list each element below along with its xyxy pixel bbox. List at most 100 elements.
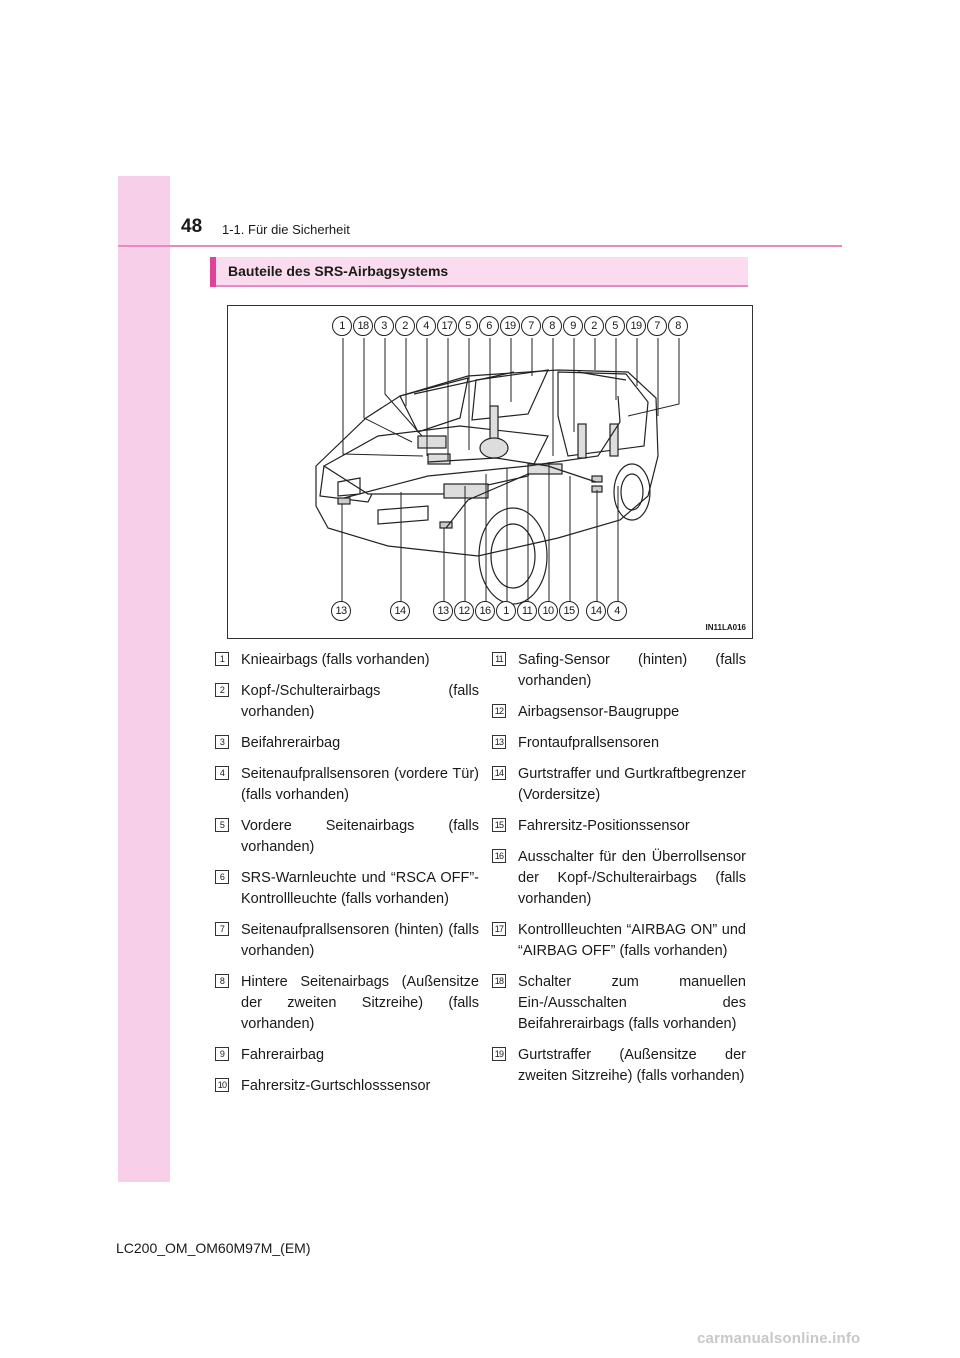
legend-text: Seitenaufprallsensoren (vordere Tür) (fa… xyxy=(241,764,479,806)
legend-item: 4 Seitenaufprallsensoren (vordere Tür) (f… xyxy=(215,764,479,806)
callout-number: 5 xyxy=(458,316,478,336)
legend-number: 7 xyxy=(215,922,229,936)
watermark: carmanualsonline.info xyxy=(697,1330,860,1347)
legend-item: 10 Fahrersitz-Gurtschlosssensor xyxy=(215,1076,479,1097)
legend-number: 5 xyxy=(215,818,229,832)
bottom-callouts: 13 12 16 1 11 10 15 14 4 xyxy=(433,601,627,621)
legend-text: Knieairbags (falls vorhanden) xyxy=(241,650,479,671)
callout-number: 2 xyxy=(395,316,415,336)
footer-doc-id: LC200_OM_OM60M97M_(EM) xyxy=(116,1240,311,1256)
legend-item: 14 Gurtstraffer und Gurtkraftbegrenzer (V… xyxy=(492,764,746,806)
legend-text: Safing-Sensor (hinten) (falls vorhanden) xyxy=(518,650,746,692)
legend-item: 15 Fahrersitz-Positionssensor xyxy=(492,816,746,837)
callout-number: 17 xyxy=(437,316,457,336)
callout-number: 14 xyxy=(390,601,410,621)
callout-number: 7 xyxy=(647,316,667,336)
callout-number: 9 xyxy=(563,316,583,336)
callout-number: 11 xyxy=(517,601,537,621)
legend-number: 18 xyxy=(492,974,506,988)
legend-text: Ausschalter für den Überrollsensor der K… xyxy=(518,847,746,910)
legend-text: Gurtstraffer und Gurtkraftbegrenzer (Vor… xyxy=(518,764,746,806)
callout-number: 8 xyxy=(668,316,688,336)
legend-item: 2 Kopf-/Schulterairbags (falls vorhanden) xyxy=(215,681,479,723)
top-callouts: 1 18 3 2 4 17 5 6 19 7 8 9 2 5 19 7 8 xyxy=(332,316,688,336)
legend-text: Kontrollleuchten “AIRBAG ON” und “AIRBAG… xyxy=(518,920,746,962)
legend-item: 7 Seitenaufprallsensoren (hinten) (falls … xyxy=(215,920,479,962)
legend-item: 9 Fahrerairbag xyxy=(215,1045,479,1066)
legend-item: 19 Gurtstraffer (Außensitze der zweiten S… xyxy=(492,1045,746,1087)
legend-text: Fahrersitz-Gurtschlosssensor xyxy=(241,1076,479,1097)
legend-text: Frontaufprallsensoren xyxy=(518,733,746,754)
callout-number: 18 xyxy=(353,316,373,336)
callout-number: 6 xyxy=(479,316,499,336)
legend-text: Seitenaufprallsensoren (hinten) (falls v… xyxy=(241,920,479,962)
section-heading: Bauteile des SRS-Airbagsystems xyxy=(210,257,748,287)
legend-number: 13 xyxy=(492,735,506,749)
legend-number: 11 xyxy=(492,652,506,666)
legend-item: 8 Hintere Seitenairbags (Außensitze der z… xyxy=(215,972,479,1035)
legend-right-column: 11 Safing-Sensor (hinten) (falls vorhande… xyxy=(492,650,746,1097)
legend-text: Fahrerairbag xyxy=(241,1045,479,1066)
legend-text: Fahrersitz-Positionssensor xyxy=(518,816,746,837)
callout-number: 7 xyxy=(521,316,541,336)
legend-number: 2 xyxy=(215,683,229,697)
callout-number: 15 xyxy=(559,601,579,621)
section-accent-bar xyxy=(210,257,216,287)
legend-number: 19 xyxy=(492,1047,506,1061)
legend-text: Kopf-/Schulterairbags (falls vorhanden) xyxy=(241,681,479,723)
callout-number: 8 xyxy=(542,316,562,336)
legend-item: 17 Kontrollleuchten “AIRBAG ON” und “AIRB… xyxy=(492,920,746,962)
callout-number: 4 xyxy=(607,601,627,621)
callout-number: 12 xyxy=(454,601,474,621)
legend-item: 18 Schalter zum manuellen Ein-/Ausschalte… xyxy=(492,972,746,1035)
vehicle-illustration xyxy=(228,306,754,640)
callout-number: 14 xyxy=(586,601,606,621)
legend-text: Schalter zum manuellen Ein-/Ausschalten … xyxy=(518,972,746,1035)
legend-number: 4 xyxy=(215,766,229,780)
legend-left-column: 1 Knieairbags (falls vorhanden) 2 Kopf-/Sc… xyxy=(215,650,479,1107)
legend-number: 10 xyxy=(215,1078,229,1092)
legend-item: 1 Knieairbags (falls vorhanden) xyxy=(215,650,479,671)
legend-item: 12 Airbagsensor-Baugruppe xyxy=(492,702,746,723)
chapter-title: 1-1. Für die Sicherheit xyxy=(222,222,350,237)
legend-number: 8 xyxy=(215,974,229,988)
callout-number: 5 xyxy=(605,316,625,336)
callout-number: 4 xyxy=(416,316,436,336)
page-sidebar xyxy=(118,176,170,1182)
legend-number: 12 xyxy=(492,704,506,718)
legend-number: 3 xyxy=(215,735,229,749)
legend-number: 15 xyxy=(492,818,506,832)
callout-number: 3 xyxy=(374,316,394,336)
callout-number: 10 xyxy=(538,601,558,621)
figure-code: IN11LA016 xyxy=(706,623,746,632)
legend-text: SRS-Warnleuchte und “RSCA OFF”-Kontrolll… xyxy=(241,868,479,910)
legend-item: 11 Safing-Sensor (hinten) (falls vorhande… xyxy=(492,650,746,692)
callout-number: 13 xyxy=(433,601,453,621)
callout-number: 1 xyxy=(496,601,516,621)
legend-text: Vordere Seitenairbags (falls vorhanden) xyxy=(241,816,479,858)
legend-number: 1 xyxy=(215,652,229,666)
legend-number: 16 xyxy=(492,849,506,863)
callout-number: 19 xyxy=(500,316,520,336)
section-title: Bauteile des SRS-Airbagsystems xyxy=(228,263,448,279)
callout-number: 16 xyxy=(475,601,495,621)
legend-number: 6 xyxy=(215,870,229,884)
callout-number: 2 xyxy=(584,316,604,336)
page-number: 48 xyxy=(181,216,202,238)
callout-number: 13 xyxy=(331,601,351,621)
legend-item: 16 Ausschalter für den Überrollsensor der… xyxy=(492,847,746,910)
callout-number: 19 xyxy=(626,316,646,336)
legend-text: Hintere Seitenairbags (Außensitze der zw… xyxy=(241,972,479,1035)
legend-number: 14 xyxy=(492,766,506,780)
legend-item: 13 Frontaufprallsensoren xyxy=(492,733,746,754)
legend-item: 6 SRS-Warnleuchte und “RSCA OFF”-Kontroll… xyxy=(215,868,479,910)
legend-text: Airbagsensor-Baugruppe xyxy=(518,702,746,723)
airbag-diagram: IN11LA016 xyxy=(227,305,753,639)
callout-number: 1 xyxy=(332,316,352,336)
legend-text: Gurtstraffer (Außensitze der zweiten Sit… xyxy=(518,1045,746,1087)
legend-item: 5 Vordere Seitenairbags (falls vorhanden) xyxy=(215,816,479,858)
legend-number: 17 xyxy=(492,922,506,936)
legend-number: 9 xyxy=(215,1047,229,1061)
header-divider xyxy=(118,245,842,247)
